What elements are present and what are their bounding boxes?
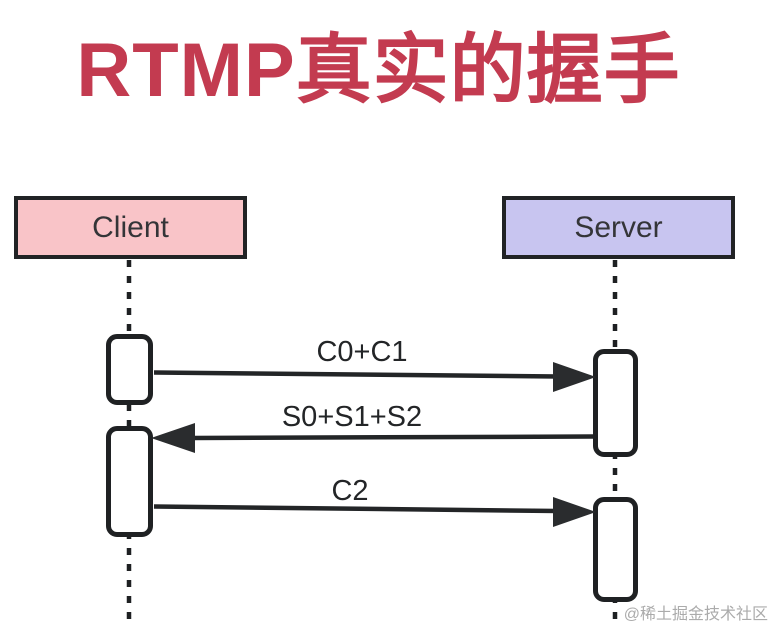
message-arrow-c2 [153,497,596,527]
message-arrow-c0c1 [153,362,596,392]
server-activation-1 [593,349,638,457]
arrowhead-right-icon [553,497,596,527]
arrowhead-right-icon [553,362,596,392]
server-activation-2 [593,497,638,602]
actor-client: Client [14,196,247,259]
diagram-title: RTMP真实的握手 [76,28,681,113]
message-label-c0c1: C0+C1 [316,336,408,368]
watermark-text: @稀土掘金技术社区 [623,606,768,623]
actor-server: Server [502,196,735,259]
client-activation-1 [106,334,153,405]
message-label-c2: C2 [331,475,369,507]
actor-client-label: Client [92,210,169,244]
message-arrow-s0s1s2 [151,423,594,453]
arrowhead-left-icon [151,423,195,453]
actor-server-label: Server [574,210,663,244]
client-activation-2 [106,426,153,537]
message-label-s0s1s2: S0+S1+S2 [281,401,423,433]
